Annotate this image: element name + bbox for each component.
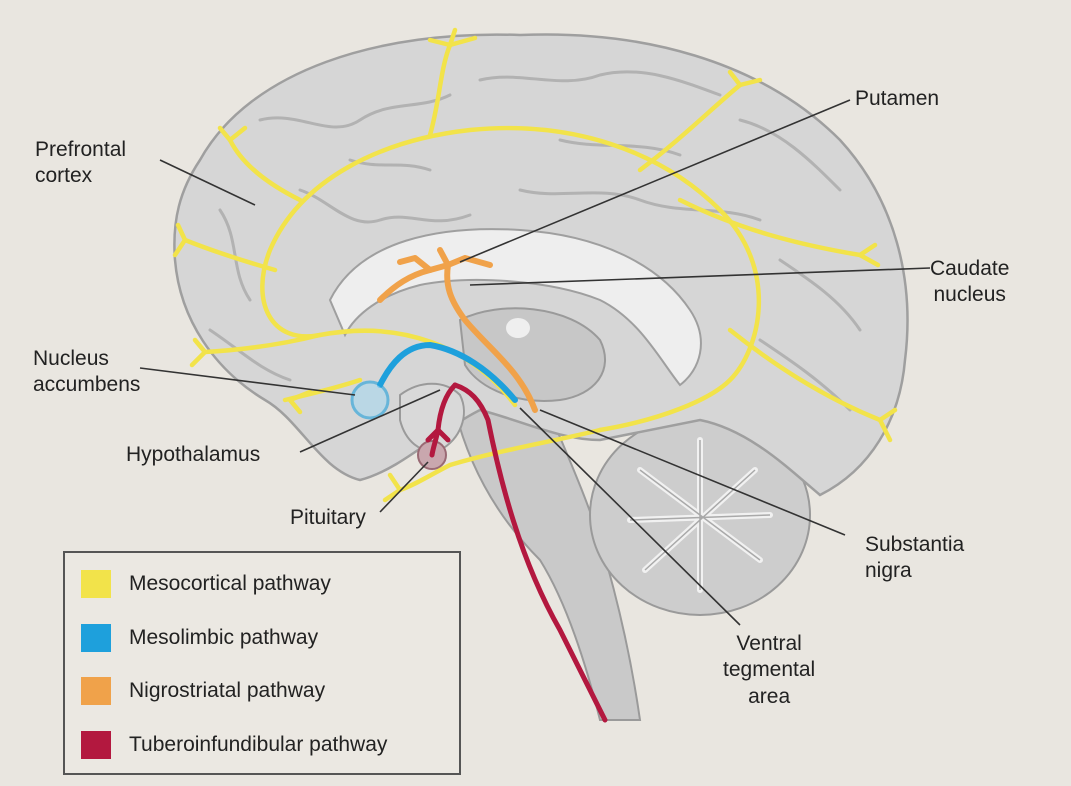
legend-swatch [81, 731, 111, 759]
label-putamen: Putamen [855, 87, 940, 110]
legend-item-tuberoinfundibular: Tuberoinfundibular pathway [81, 730, 387, 760]
nigrostriatal-pathway [377, 247, 538, 413]
label-nucleus-accumbens: Nucleus accumbens [33, 347, 141, 397]
thalamus-highlight [506, 318, 530, 338]
label-caudate-nucleus: Caudate nucleus [930, 257, 1010, 307]
legend-label: Mesocortical pathway [129, 572, 331, 595]
legend-swatch [81, 570, 111, 598]
legend-label: Mesolimbic pathway [129, 626, 319, 649]
label-hypothalamus: Hypothalamus [126, 443, 261, 466]
label-prefrontal-cortex: Prefrontal cortex [35, 138, 127, 188]
legend-swatch [81, 624, 111, 652]
corpus-callosum [328, 228, 702, 387]
legend-swatch [81, 677, 111, 705]
legend-label: Nigrostriatal pathway [129, 679, 326, 702]
label-substantia-nigra: Substantia nigra [865, 533, 965, 583]
legend-item-nigrostriatal: Nigrostriatal pathway [81, 676, 325, 706]
label-pituitary: Pituitary [290, 506, 366, 529]
legend-label: Tuberoinfundibular pathway [129, 733, 388, 756]
label-ventral-tegmental-area: Ventral tegmental area [723, 632, 816, 708]
leader-lines [139, 99, 931, 626]
mesocortical-pathway [172, 27, 898, 503]
tuberoinfundibular-pathway [425, 382, 608, 723]
mesolimbic-pathway [350, 341, 518, 420]
legend: Mesocortical pathway Mesolimbic pathway … [63, 551, 461, 775]
legend-item-mesolimbic: Mesolimbic pathway [81, 623, 318, 653]
legend-item-mesocortical: Mesocortical pathway [81, 569, 331, 599]
